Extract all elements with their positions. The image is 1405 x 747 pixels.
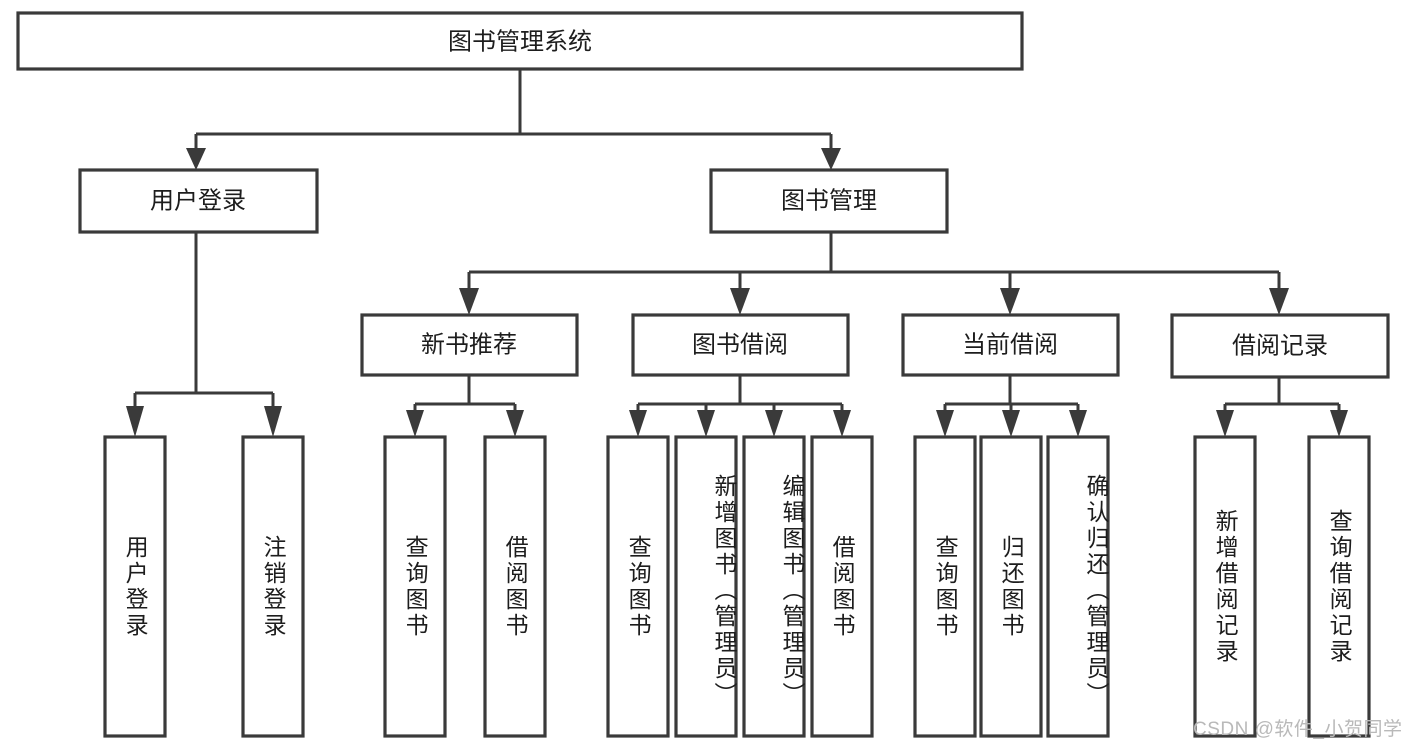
node-root-box[interactable]: [16, 11, 1024, 71]
node-user-login-box[interactable]: [78, 168, 319, 234]
leaf-box-add-book[interactable]: [674, 435, 738, 738]
arrow-head-leaf-query-book-3: [936, 410, 954, 437]
arrow-head-leaf-return-book: [1002, 410, 1020, 437]
arrow-head-leaf-user-login: [126, 406, 144, 437]
connector-group-borrow-record: [1216, 377, 1348, 437]
node-root[interactable]: 图书管理系统: [16, 11, 1024, 71]
node-current-borrow[interactable]: 当前借阅: [901, 313, 1120, 377]
node-book-borrow-box[interactable]: [631, 313, 850, 377]
arrow-head-new-book-recommend: [459, 288, 479, 315]
node-book-manage-box[interactable]: [709, 168, 949, 234]
leaf-box-borrow-book-2[interactable]: [810, 435, 874, 738]
connector-group-book-manage: [459, 232, 1289, 315]
arrow-head-leaf-query-book-2: [629, 410, 647, 437]
node-book-borrow-label: 图书借阅: [692, 331, 788, 358]
leaf-box-return-book[interactable]: [979, 435, 1043, 738]
node-book-manage[interactable]: 图书管理: [709, 168, 949, 234]
leaf-box-borrow-book-1[interactable]: [483, 435, 547, 738]
node-root-label: 图书管理系统: [448, 28, 592, 55]
arrow-head-book-borrow: [730, 288, 750, 315]
arrow-head-leaf-query-record: [1330, 410, 1348, 437]
leaf-box-query-book-3[interactable]: [913, 435, 977, 738]
arrow-head-leaf-user-logout: [264, 406, 282, 437]
connector-group-user-login: [126, 232, 282, 437]
leaf-box-query-book-2[interactable]: [606, 435, 670, 738]
arrow-head-leaf-confirm-return: [1069, 410, 1087, 437]
node-book-borrow[interactable]: 图书借阅: [631, 313, 850, 377]
arrow-head-leaf-add-record: [1216, 410, 1234, 437]
leaf-box-query-record[interactable]: [1307, 435, 1371, 738]
node-borrow-record-box[interactable]: [1170, 313, 1390, 379]
leaf-box-query-book-1[interactable]: [383, 435, 447, 738]
node-new-book-recommend-label: 新书推荐: [421, 331, 517, 358]
node-user-login[interactable]: 用户登录: [78, 168, 319, 234]
node-borrow-record-label: 借阅记录: [1232, 332, 1328, 359]
connector-group-root: [186, 69, 841, 170]
node-current-borrow-label: 当前借阅: [962, 331, 1058, 358]
arrow-head-leaf-add-book: [697, 410, 715, 437]
node-current-borrow-box[interactable]: [901, 313, 1120, 377]
watermark-text: CSDN @软件_小贺同学: [1193, 719, 1403, 740]
arrow-head-leaf-borrow-book-1: [506, 410, 524, 437]
node-new-book-recommend-box[interactable]: [360, 313, 579, 377]
arrow-head-user-login: [186, 148, 206, 170]
node-new-book-recommend[interactable]: 新书推荐: [360, 313, 579, 377]
node-user-login-label: 用户登录: [150, 187, 246, 214]
arrow-head-current-borrow: [1000, 288, 1020, 315]
leaf-box-group: [103, 435, 1371, 738]
arrow-head-book-manage: [821, 148, 841, 170]
leaf-box-confirm-return[interactable]: [1046, 435, 1110, 738]
node-book-manage-label: 图书管理: [781, 187, 877, 214]
arrow-head-leaf-edit-book: [765, 410, 783, 437]
connector-group-current-borrow: [936, 375, 1087, 437]
leaf-box-user-logout[interactable]: [241, 435, 305, 738]
arrow-head-leaf-query-book-1: [406, 410, 424, 437]
arrow-head-leaf-borrow-book-2: [833, 410, 851, 437]
leaf-box-edit-book[interactable]: [742, 435, 806, 738]
connector-group-book-borrow: [629, 375, 851, 437]
arrow-head-borrow-record: [1269, 288, 1289, 315]
node-borrow-record[interactable]: 借阅记录: [1170, 313, 1390, 379]
leaf-box-user-login[interactable]: [103, 435, 167, 738]
connector-group-new-book-recommend: [406, 375, 524, 437]
leaf-box-add-record[interactable]: [1193, 435, 1257, 738]
